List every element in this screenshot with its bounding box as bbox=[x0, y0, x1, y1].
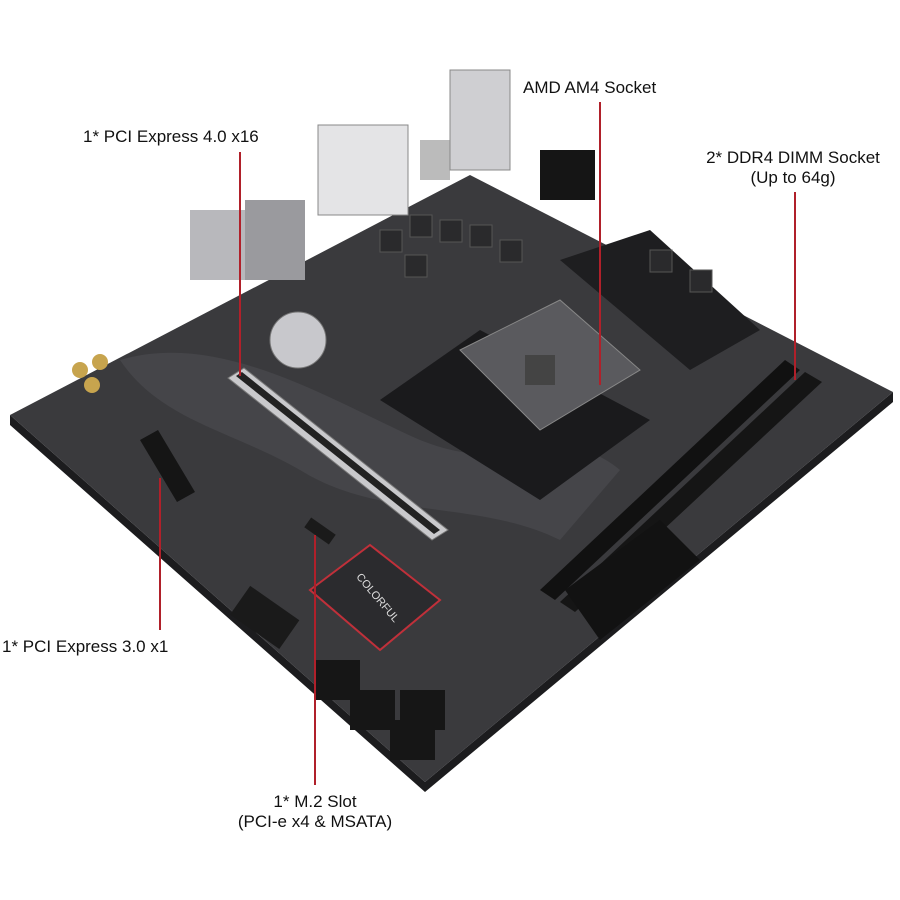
callout-dimm: 2* DDR4 DIMM Socket (Up to 64g) bbox=[688, 148, 898, 188]
callout-am4-socket: AMD AM4 Socket bbox=[523, 78, 657, 97]
vrm-chokes bbox=[379, 214, 713, 293]
dimm-slot-a bbox=[540, 360, 800, 600]
pcie-x16-slot-inner bbox=[236, 372, 440, 534]
atx-24pin-connector bbox=[565, 520, 700, 640]
io-usb-stack bbox=[449, 69, 511, 171]
cpu-power-connector bbox=[540, 150, 595, 200]
cpu-socket-retention bbox=[380, 330, 650, 500]
callout-pcie-x16: 1* PCI Express 4.0 x16 bbox=[83, 127, 259, 146]
callout-dimm-title: 2* DDR4 DIMM Socket bbox=[706, 148, 880, 167]
cmos-battery bbox=[269, 311, 327, 369]
io-usb-lan bbox=[190, 210, 245, 280]
io-dvi-port bbox=[317, 124, 409, 216]
audio-capacitors bbox=[72, 354, 108, 393]
usb-header bbox=[230, 585, 300, 649]
pcie-x1-slot bbox=[140, 430, 195, 502]
io-hdmi-port bbox=[420, 140, 450, 180]
sata-ports bbox=[315, 660, 445, 760]
vrm-heatsink bbox=[560, 230, 760, 370]
chipset-heatsink bbox=[308, 543, 442, 652]
cpu-socket-center bbox=[525, 355, 555, 385]
io-lan bbox=[245, 200, 305, 280]
callout-dimm-capacity: (Up to 64g) bbox=[750, 168, 836, 187]
callout-lines bbox=[159, 102, 796, 785]
callout-m2-title: 1* M.2 Slot bbox=[273, 792, 357, 811]
callout-m2: 1* M.2 Slot (PCI-e x4 & MSATA) bbox=[205, 792, 425, 832]
board-artwork bbox=[120, 352, 620, 540]
callout-m2-detail: (PCI-e x4 & MSATA) bbox=[237, 812, 393, 831]
m2-slot bbox=[304, 517, 336, 545]
callout-pcie-x1: 1* PCI Express 3.0 x1 bbox=[2, 637, 169, 656]
